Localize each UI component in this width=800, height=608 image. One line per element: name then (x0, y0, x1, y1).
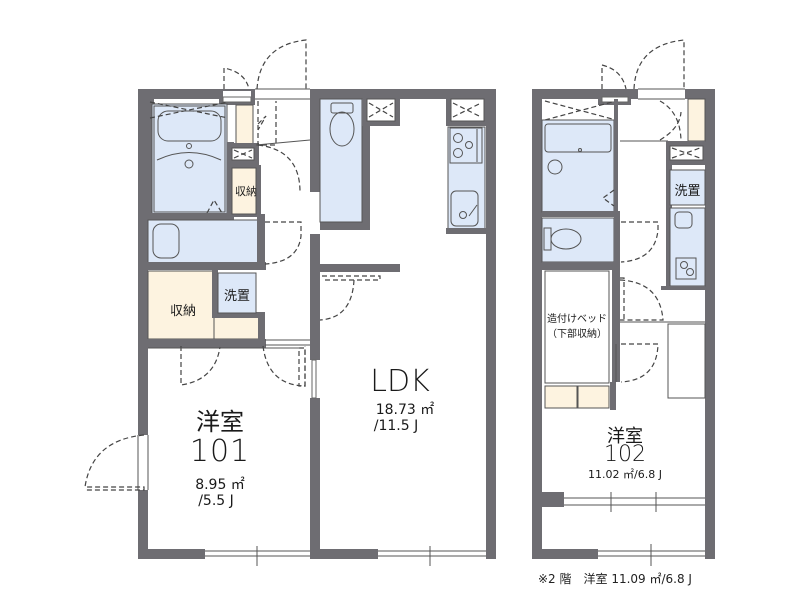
room-101-area-jo: /5.5 J (198, 493, 234, 509)
room-101-number: 101 (189, 434, 251, 469)
room-102-type: 洋室 (607, 426, 643, 447)
unit-1 (84, 39, 496, 566)
second-floor-footnote: ※2 階 洋室 11.09 ㎡/6.8 J (538, 572, 692, 586)
unit-2 (532, 39, 715, 566)
room-102-area: 11.02 ㎡/6.8 J (588, 468, 662, 481)
room-101-area-sqm: 8.95 ㎡ (195, 477, 245, 493)
washer-space-label-102: 洗置 (674, 184, 701, 199)
ldk-label: LDK (370, 364, 430, 399)
ldk-area-jo: /11.5 J (373, 418, 419, 434)
room-102-number: 102 (604, 442, 646, 467)
storage-large-label: 収納 (169, 304, 196, 319)
built-in-bed-label: 造付けベッド (547, 314, 607, 325)
room-101-type: 洋室 (196, 408, 244, 436)
washer-space-label-101: 洗置 (223, 289, 250, 304)
built-in-bed-sublabel: （下部収納） (547, 329, 607, 340)
storage-small-label: 収納 (235, 185, 257, 198)
ldk-area-sqm: 18.73 ㎡ (375, 402, 435, 418)
